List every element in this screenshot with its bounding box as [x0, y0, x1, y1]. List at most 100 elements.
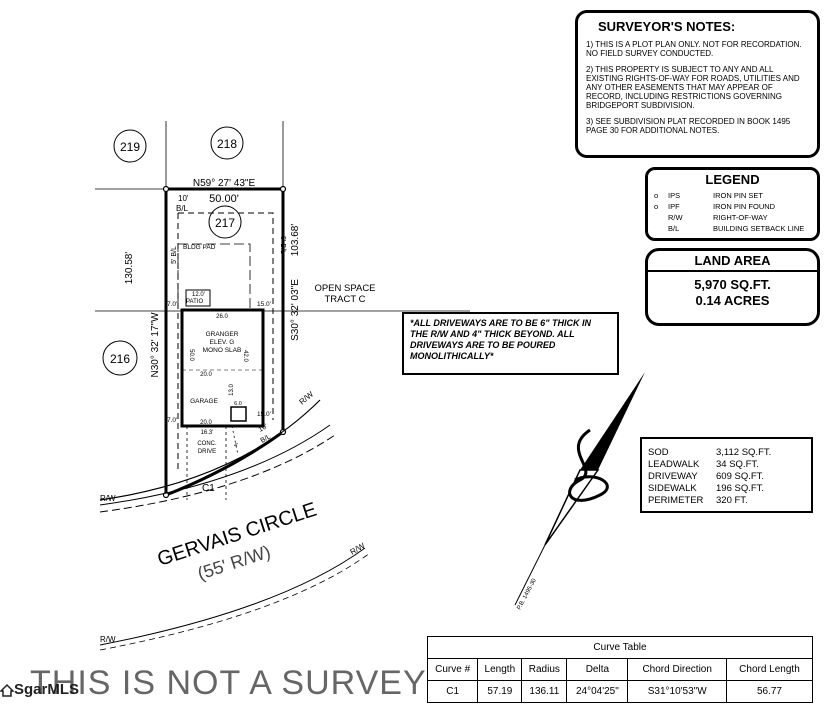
tract-label: TRACT C: [325, 294, 366, 305]
left-offset-7-top: 7.0': [167, 301, 177, 308]
area-summary-box: SOD 3,112 SQ.FT. LEADWALK 34 SQ.FT. DRIVEW…: [640, 437, 813, 513]
garage-depth-dim: 13.0: [229, 384, 235, 396]
legend-desc: IRON PIN SET: [713, 191, 764, 200]
area-label: DRIVEWAY: [648, 471, 698, 482]
rw-label-left: R/W: [100, 494, 116, 503]
rw-label-right: R/W: [298, 389, 316, 406]
house-depth-dim: 50.0: [188, 349, 194, 361]
land-area-acres: 0.14 ACRES: [695, 293, 770, 308]
drive-label: DRIVE: [198, 449, 216, 455]
curve-cell: 136.11: [521, 680, 568, 703]
left-setback-label: 5' B/L: [171, 246, 178, 264]
lot-number-216: 216: [110, 352, 130, 366]
lot-circle-218: [210, 126, 244, 160]
legend-desc: BUILDING SETBACK LINE: [713, 224, 805, 233]
plat-book-reference: P.B. 1495-30: [516, 577, 538, 611]
open-space-label: OPEN SPACE: [314, 283, 375, 294]
lot-number-217: 217: [215, 216, 235, 230]
right-offset-15-top: 15.0': [257, 301, 271, 308]
area-value: 609 SQ.FT.: [716, 471, 765, 482]
curve-table-header: Curve #: [426, 658, 479, 681]
house-slab: MONO SLAB: [203, 347, 242, 354]
front-setback-bl: B/L: [260, 433, 273, 444]
mls-logo-text: SgarMLS: [14, 681, 80, 698]
lot-number-219: 219: [120, 140, 140, 154]
area-label: LEADWALK: [648, 459, 700, 470]
lot-circle-219: [113, 129, 147, 163]
table-row: C1 57.19 136.11 24°04'25" S31°10'53"W 56…: [426, 680, 814, 703]
legend-row: B/L BUILDING SETBACK LINE: [654, 223, 811, 234]
house-width-dim: 26.0: [216, 314, 228, 320]
surveyors-notes-box: SURVEYOR'S NOTES: 1) THIS IS A PLOT PLAN…: [575, 10, 820, 158]
surveyor-note-1: 1) THIS IS A PLOT PLAN ONLY. NOT FOR REC…: [586, 40, 802, 58]
garage-label: GARAGE: [190, 398, 218, 405]
area-row: SOD 3,112 SQ.FT.: [648, 447, 805, 459]
legend-desc: RIGHT-OF-WAY: [713, 213, 768, 222]
garage-width-dim-bottom: 20.0: [200, 420, 212, 426]
lot-markers: [102, 126, 244, 376]
curve-table-header: Radius: [521, 658, 568, 681]
curve-cell: 24°04'25": [566, 680, 629, 703]
road-edges: [99, 399, 371, 651]
bldg-pad-label: BLDG PAD: [183, 244, 216, 251]
house-name: GRANGER: [206, 331, 239, 338]
top-bearing: N59° 27' 43"E: [193, 178, 256, 189]
setback-10-label: 10': [178, 194, 189, 203]
setback-bl-label: B/L: [176, 204, 189, 213]
drive-width-dim: 16.3': [201, 430, 214, 436]
house-side-dim: 42.0: [242, 350, 248, 362]
area-row: DRIVEWAY 609 SQ.FT.: [648, 471, 805, 483]
lot-number-218: 218: [217, 137, 237, 151]
curve-table-header: Delta: [566, 658, 629, 681]
area-value: 3,112 SQ.FT.: [716, 447, 772, 458]
curve-cell: C1: [426, 680, 479, 703]
area-label: SOD: [648, 447, 669, 458]
porch-dim: 6.0: [234, 401, 242, 407]
surveyors-notes-title: SURVEYOR'S NOTES:: [598, 19, 736, 34]
patio-outline: [185, 289, 211, 307]
land-area-sqft: 5,970 SQ.FT.: [694, 277, 771, 292]
leadwalk-dim: 4': [234, 443, 238, 449]
right-bearing: S30° 32' 03"E: [290, 279, 301, 341]
legend-abbr: IPS: [668, 191, 681, 200]
area-label: SIDEWALK: [648, 483, 697, 494]
surveyor-note-3: 3) SEE SUBDIVISION PLAT RECORDED IN BOOK…: [586, 117, 791, 135]
curve-c1-label: C1: [202, 483, 215, 494]
curve-cell: 56.77: [725, 680, 814, 703]
right-setback-label: 5' B/L: [279, 236, 286, 254]
north-arrow-icon: [514, 372, 645, 606]
curve-table-header: Chord Length: [725, 658, 814, 681]
right-distance: 103.68': [290, 224, 301, 257]
rw-label-bottom: R/W: [100, 635, 116, 644]
legend-abbr: B/L: [668, 224, 680, 233]
not-a-survey-watermark: THIS IS NOT A SURVEY: [30, 664, 427, 702]
area-value: 320 FT.: [716, 495, 748, 506]
area-value: 34 SQ.FT.: [716, 459, 759, 470]
setback-line: [177, 212, 274, 470]
top-distance: 50.00': [209, 193, 239, 205]
area-label: PERIMETER: [648, 495, 704, 506]
porch-outline: [230, 406, 247, 422]
rw-label-south: R/W: [349, 541, 367, 557]
legend-abbr: IPF: [668, 202, 680, 211]
lot-circle-217: [208, 205, 242, 239]
left-offset-7-bottom: 7.0': [167, 417, 177, 424]
patio-dim-label: 12.0': [192, 292, 205, 298]
surveyor-note-2: 2) THIS PROPERTY IS SUBJECT TO ANY AND A…: [586, 65, 800, 110]
curve-cell: S31°10'53"W: [627, 680, 727, 703]
curve-table-title: Curve Table: [427, 636, 813, 659]
lot-circle-216: [102, 340, 138, 376]
garage-width-dim-top: 20.0: [200, 372, 212, 378]
conc-label: CONC.: [197, 441, 217, 447]
leadwalk-outline: [231, 425, 239, 456]
land-area-title: LAND AREA: [648, 253, 817, 272]
iron-pin-found-icon: o: [654, 202, 659, 211]
driveway-note: *ALL DRIVEWAYS ARE TO BE 6" THICK IN THE…: [402, 312, 619, 375]
legend-title: LEGEND: [705, 172, 760, 187]
curve-table-header: Length: [477, 658, 523, 681]
